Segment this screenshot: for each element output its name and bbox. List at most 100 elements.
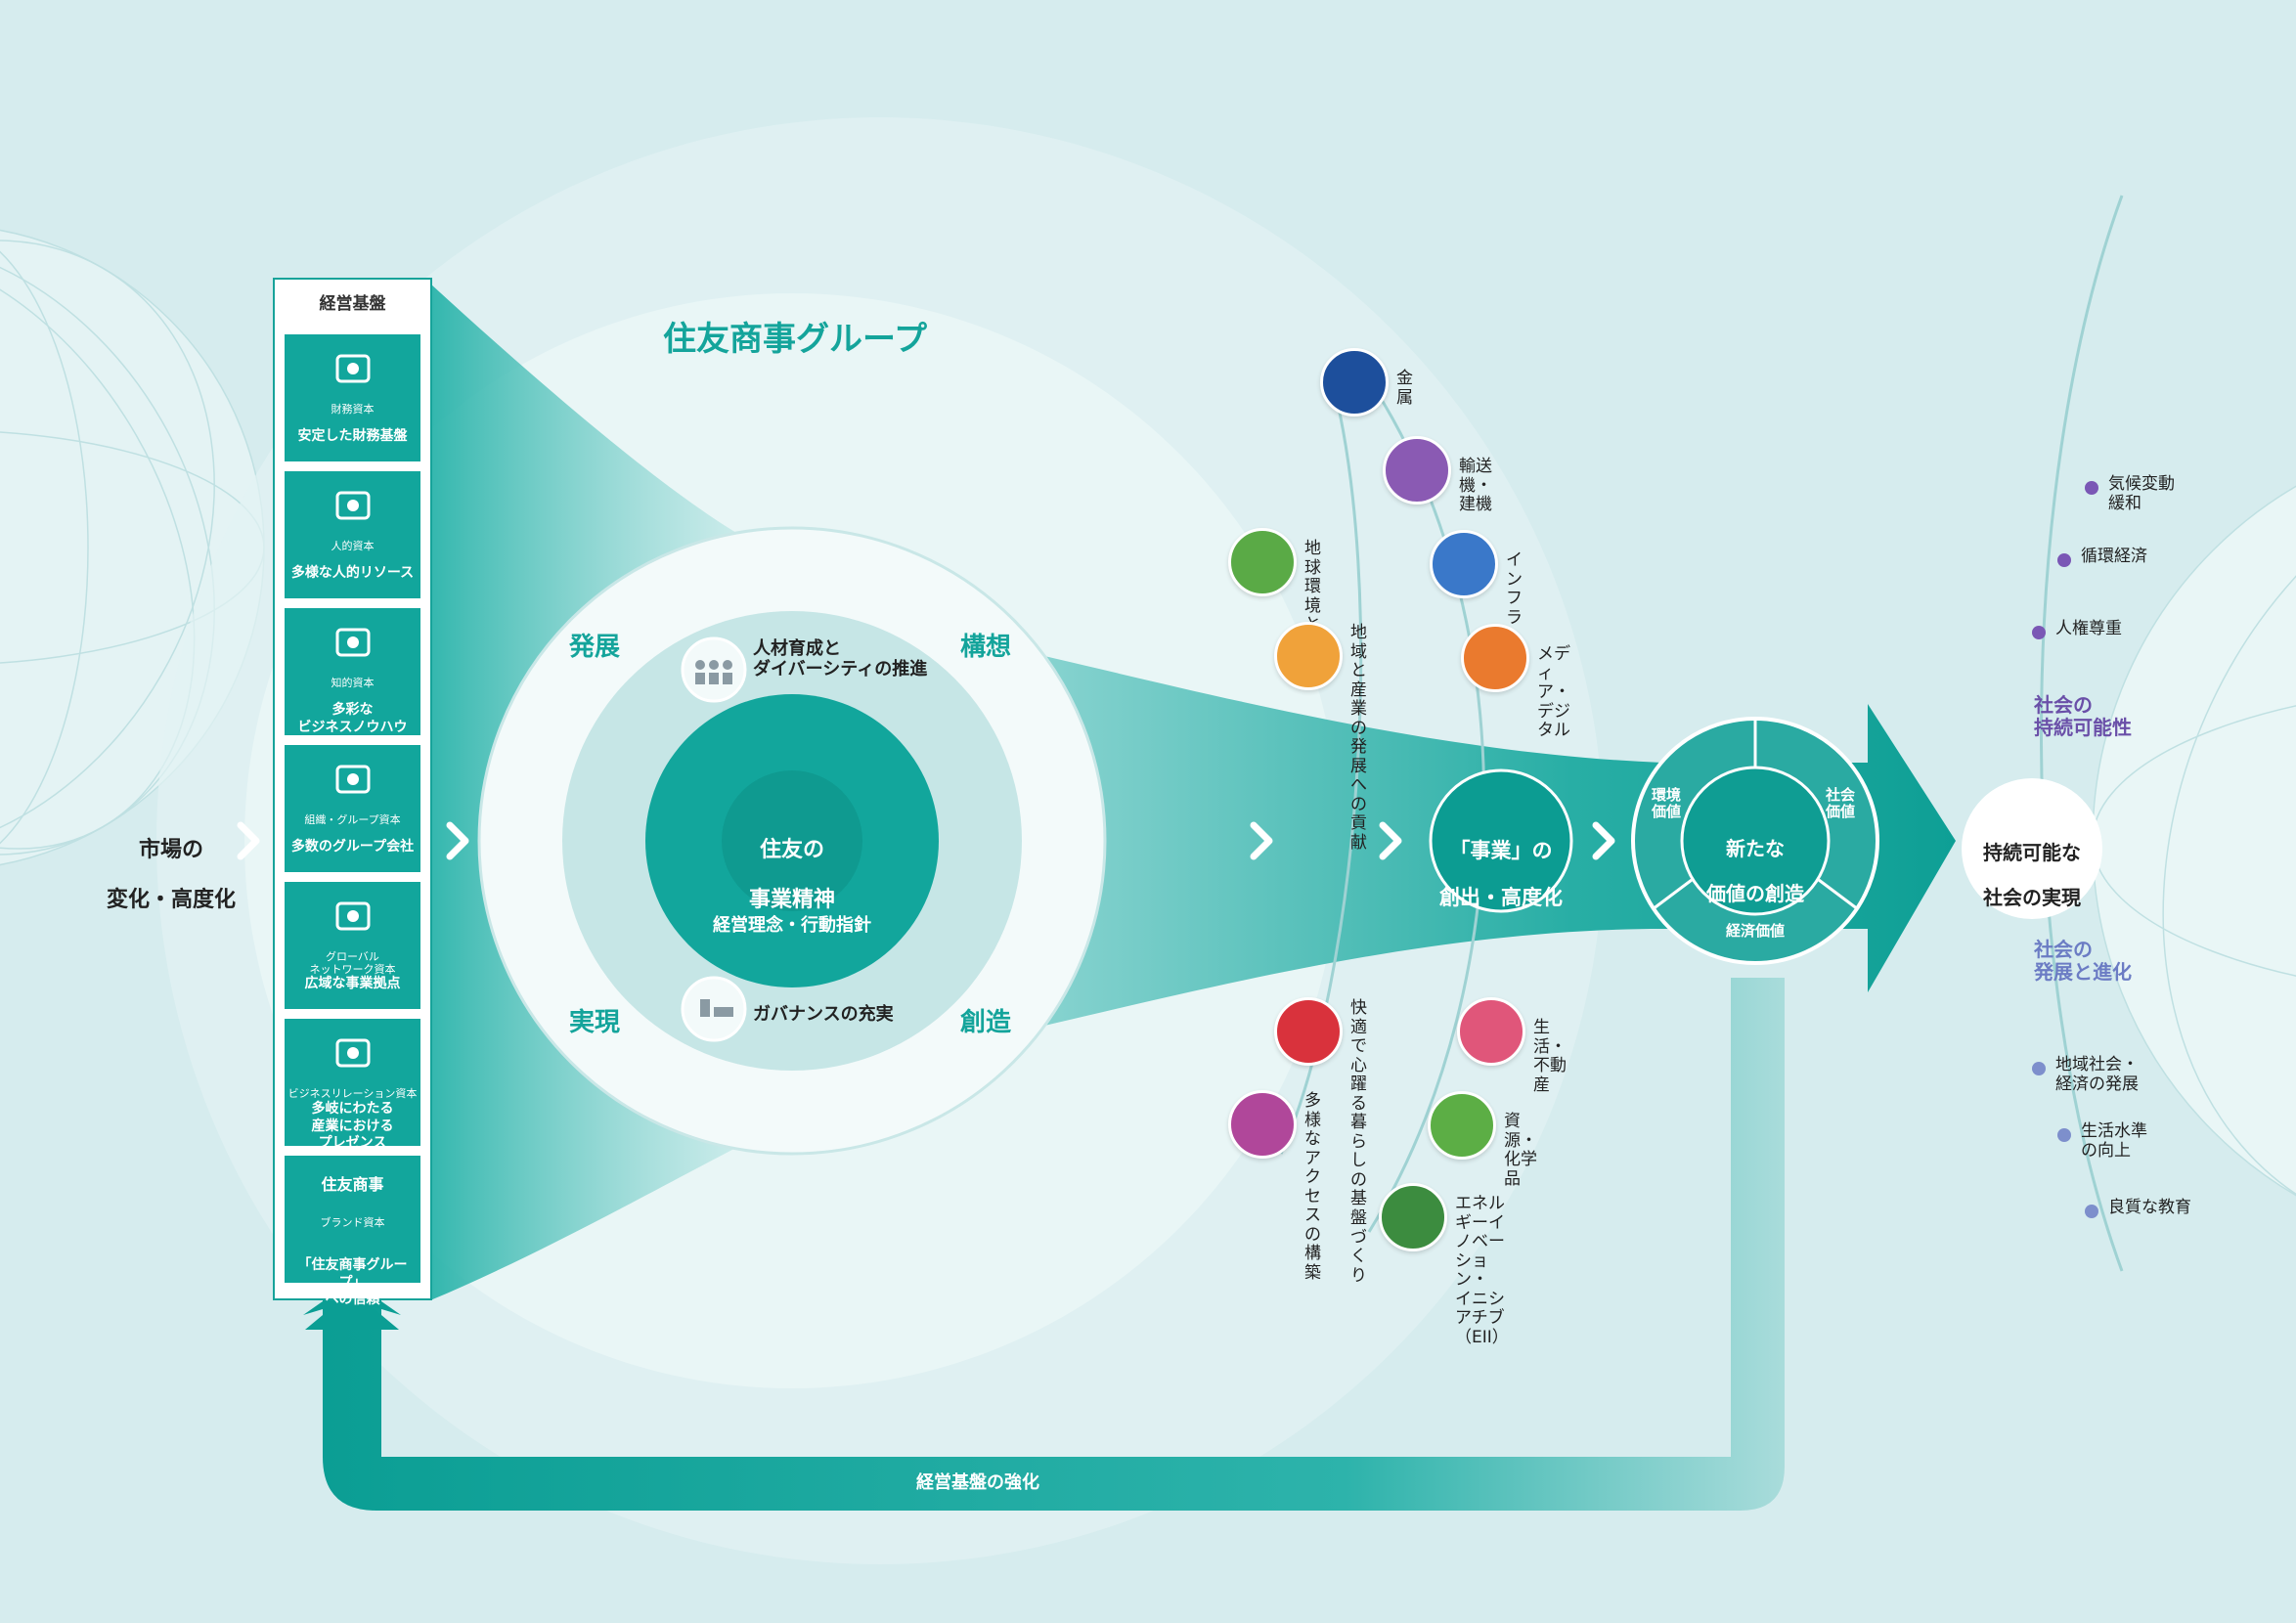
materiality-item-label: 地域と 産業の発展 への貢献: [1350, 623, 1367, 854]
earth-recycle-icon: [1228, 528, 1297, 596]
capital-card: 財務資本安定した財務基盤: [285, 334, 420, 461]
market-change-label: 市場の 変化・高度化: [98, 813, 244, 937]
brand-name: 住友商事: [321, 1175, 384, 1194]
capital-label: 広域な事業拠点: [304, 976, 401, 991]
chevron-icon: [1592, 821, 1615, 860]
management-foundation-column: 経営基盤 財務資本安定した財務基盤人的資本多様な人的リソース知的資本多彩な ビジ…: [273, 278, 432, 1307]
business-line2: 創出・高度化: [1439, 886, 1563, 910]
goal-dot-icon: [2057, 553, 2071, 567]
capital-card: 組織・グループ資本多数のグループ会社: [285, 745, 420, 872]
goal-circle: [1962, 778, 2102, 919]
social-value-label: 社会 価値: [1825, 786, 1855, 821]
chevron-icon: [1250, 821, 1273, 860]
business-line1: 「事業」の: [1449, 839, 1553, 863]
capital-type: グローバル ネットワーク資本: [309, 950, 396, 977]
goal-line2: 社会の実現: [1983, 886, 2081, 909]
core-spirit-label: 住友の 事業精神: [714, 813, 870, 937]
capital-label: 多岐にわたる 産業における プレゼンス: [311, 1101, 394, 1151]
goal-item: 良質な教育: [2108, 1198, 2191, 1217]
chevron-icon: [1379, 821, 1402, 860]
stage-concept: 構想: [960, 633, 1012, 662]
mountain-icon: [1274, 622, 1343, 690]
feedback-arrow: [323, 978, 1785, 1511]
value-center2: 価値の創造: [1706, 882, 1804, 905]
sustainability-title: 社会の 持続可能性: [2034, 693, 2132, 739]
goal-dot-icon: [2032, 1062, 2046, 1075]
core-line2: 事業精神: [748, 887, 835, 912]
segment-item-label: 金属: [1396, 369, 1413, 408]
segment-item-label: エネルギーイノベーション・ イニシアチブ（EII）: [1455, 1194, 1509, 1347]
environmental-value-label: 環境 価値: [1651, 786, 1681, 821]
value-center1: 新たな: [1726, 837, 1785, 860]
chevron-icon: [237, 821, 260, 860]
pillar-governance-label: ガバナンスの充実: [753, 1004, 894, 1025]
capital-label: 多数のグループ会社: [290, 839, 415, 855]
stage-realize: 実現: [569, 1008, 621, 1037]
capital-card: ビジネスリレーション資本多岐にわたる 産業における プレゼンス: [285, 1019, 420, 1151]
sustainable-society-label: 持続可能な 社会の実現: [1965, 819, 2098, 932]
market-line1: 市場の: [138, 838, 203, 863]
goal-arc: [2040, 195, 2124, 1272]
segment-item-label: 輸送機・建機: [1459, 457, 1492, 515]
capital-type: 人的資本: [331, 540, 375, 552]
infrastructure-icon: [1430, 530, 1498, 598]
house-icon: [1274, 997, 1343, 1066]
resources-icon: [1428, 1091, 1496, 1160]
development-title: 社会の 発展と進化: [2034, 938, 2132, 984]
feedback-label: 経営基盤の強化: [916, 1472, 1039, 1493]
goal-line1: 持続可能な: [1983, 841, 2081, 864]
capital-card: 知的資本多彩な ビジネスノウハウ: [285, 608, 420, 735]
people-icon: [285, 485, 420, 530]
globe-icon: [285, 896, 420, 941]
goal-dot-icon: [2057, 1128, 2071, 1142]
buildings-icon: [285, 759, 420, 804]
materiality-item-label: 多様な アクセスの 構築: [1304, 1091, 1321, 1283]
capital-card: 住友商事ブランド資本「住友商事グループ」 への信頼: [285, 1156, 420, 1307]
stage-create: 創造: [960, 1008, 1012, 1037]
capital-card: 人的資本多様な人的リソース: [285, 471, 420, 598]
stage-develop: 発展: [569, 633, 621, 662]
market-line2: 変化・高度化: [106, 887, 236, 912]
capital-type: ブランド資本: [320, 1216, 385, 1229]
capital-label: 安定した財務基盤: [297, 428, 408, 444]
goal-item: 循環経済: [2081, 547, 2147, 566]
capital-type: ビジネスリレーション資本: [287, 1087, 418, 1100]
network-icon: [1228, 1090, 1297, 1159]
goal-dot-icon: [2085, 481, 2098, 495]
capital-label: 多彩な ビジネスノウハウ: [297, 702, 408, 735]
goal-dot-icon: [2085, 1205, 2098, 1218]
segment-item-label: インフラ: [1506, 550, 1523, 628]
brain-icon: [285, 622, 420, 667]
chevron-icon: [446, 821, 469, 860]
capital-type: 財務資本: [331, 403, 375, 416]
philosophy-label: 経営理念・行動指針: [713, 915, 871, 936]
lifestyle-icon: [1457, 997, 1525, 1066]
money-icon: [285, 348, 420, 393]
goal-dot-icon: [2032, 626, 2046, 639]
core-line1: 住友の: [759, 838, 824, 863]
goal-item: 生活水準 の向上: [2081, 1121, 2147, 1161]
goal-item: 地域社会・ 経済の発展: [2055, 1055, 2139, 1094]
metal-pipes-icon: [1320, 348, 1389, 417]
goal-item: 人権尊重: [2055, 619, 2122, 638]
capital-type: 組織・グループ資本: [304, 813, 401, 826]
media-icon: [1461, 624, 1529, 692]
capital-label: 「住友商事グループ」 への信頼: [297, 1257, 408, 1307]
transport-icon: [1383, 436, 1451, 504]
capital-label: 多様な人的リソース: [290, 565, 415, 581]
materiality-arc: [1279, 371, 1363, 1155]
foundation-title: 経営基盤: [319, 294, 386, 314]
business-circle: [1429, 768, 1573, 913]
economic-value-label: 経済価値: [1725, 922, 1785, 940]
business-creation-label: 「事業」の 創出・高度化: [1433, 815, 1569, 934]
segment-item-label: 生活・不動産: [1533, 1018, 1567, 1095]
capital-card: グローバル ネットワーク資本広域な事業拠点: [285, 882, 420, 1009]
materiality-item-label: 快適で心躍る 暮らしの 基盤づくり: [1350, 998, 1367, 1286]
new-value-label: 新たな 価値の創造: [1687, 815, 1824, 928]
segment-item-label: メディア・デジタル: [1537, 644, 1570, 741]
handshake-icon: [285, 1032, 420, 1077]
core-inner-circle: [722, 770, 862, 911]
feedback-arrow-head: [305, 1291, 399, 1330]
